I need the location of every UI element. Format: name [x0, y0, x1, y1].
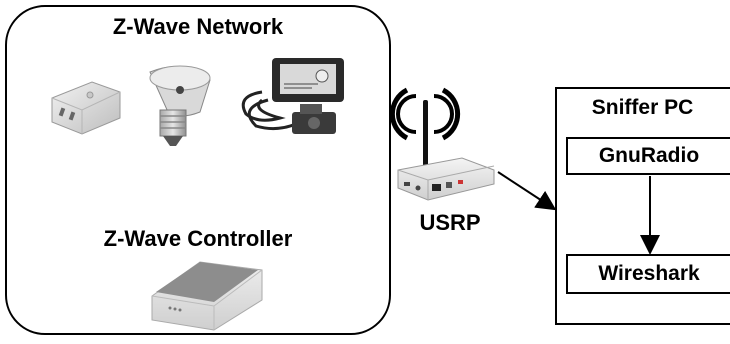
sniffer-pc-title: Sniffer PC	[591, 96, 694, 119]
bulb-socket-icon	[149, 65, 211, 146]
radio-waves-icon	[389, 87, 461, 141]
controller-title: Z-Wave Controller	[103, 226, 293, 251]
network-title: Z-Wave Network	[112, 14, 284, 39]
sniffer-pc-box	[555, 87, 730, 325]
wireshark-box: Wireshark	[566, 254, 730, 294]
gnuradio-box: GnuRadio	[566, 137, 730, 175]
usrp-device-icon	[397, 100, 495, 201]
smart-plug-icon	[51, 81, 121, 135]
usrp-to-sniffer-arrow	[497, 171, 557, 211]
z-wave-network-group	[5, 5, 391, 335]
controller-hub-icon	[151, 261, 263, 331]
usrp-label: USRP	[419, 210, 481, 235]
water-valve-icon	[241, 58, 344, 134]
